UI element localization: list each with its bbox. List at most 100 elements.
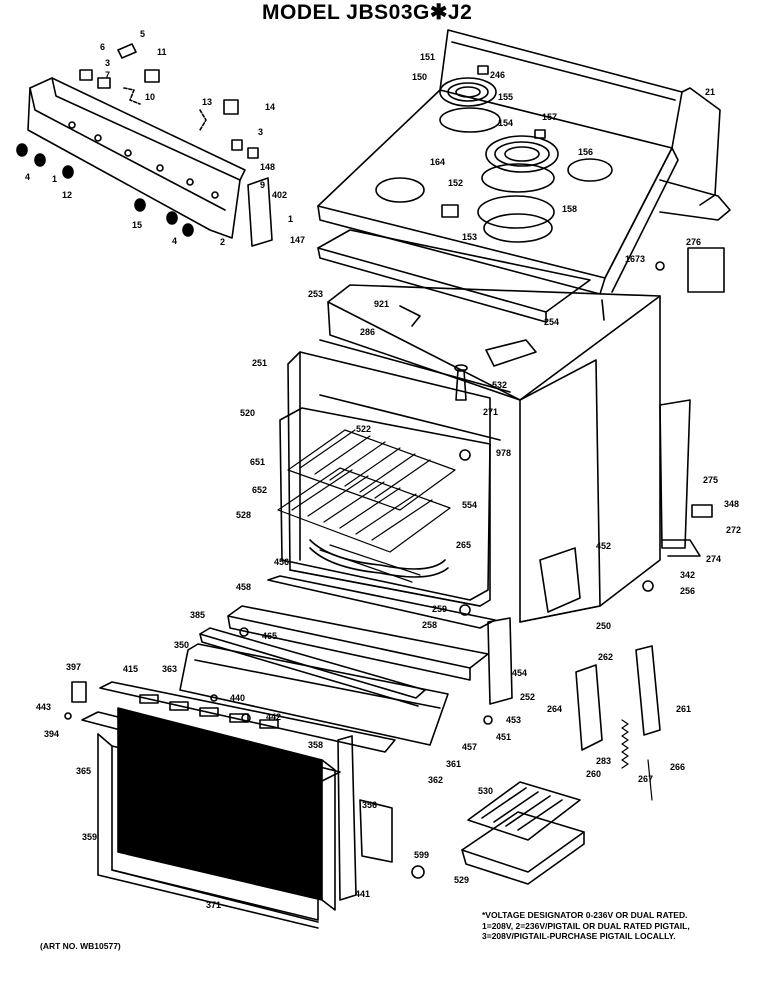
callout: 350 [174,640,189,650]
callout: 252 [520,692,535,702]
callout: 150 [412,72,427,82]
springs [621,719,653,801]
callout: 156 [578,147,593,157]
model-title: MODEL JBS03G✱J2 [262,1,473,24]
callout: 358 [308,740,323,750]
callout: 554 [462,500,477,510]
callout: 276 [686,237,701,247]
note-line: 3=208V/PIGTAIL-PURCHASE PIGTAIL LOCALLY. [482,931,676,941]
callout: 13 [202,97,212,107]
callout: 12 [62,190,72,200]
door-inner-panel [179,643,449,746]
callout: 157 [542,112,557,122]
oven-liner [287,351,491,607]
callout: 258 [422,620,437,630]
bake-element [309,539,449,578]
oven-sensor [454,364,468,401]
small-parts [64,247,725,879]
callout: 397 [66,662,81,672]
callout: 1 [52,174,57,184]
voltage-note: *VOLTAGE DESIGNATOR 0-236V OR DUAL RATED… [482,910,752,942]
drip-tray [317,229,591,323]
callout: 452 [596,541,611,551]
callout: 14 [265,102,275,112]
receptacle-blocks [441,65,546,218]
broiler-pan [461,781,585,885]
callout: 522 [356,424,371,434]
callout: 246 [490,70,505,80]
callout: 371 [206,900,221,910]
callout: 272 [726,525,741,535]
rear-cover [659,179,731,221]
callout: 9 [260,180,265,190]
door-liner [99,681,396,753]
callout: 440 [230,693,245,703]
callout: 363 [162,664,177,674]
callout: 148 [260,162,275,172]
callout: 147 [290,235,305,245]
callout: 154 [498,118,513,128]
switches [79,43,259,159]
callout: 4 [25,172,30,182]
callout: 1673 [625,254,645,264]
callout: 254 [544,317,559,327]
callout: 164 [430,157,445,167]
callout: 3 [105,58,110,68]
side-bracket [247,177,273,247]
callout: 21 [705,87,715,97]
door-frame [81,711,341,929]
callout: 7 [105,70,110,80]
callout: 275 [703,475,718,485]
callout: 441 [355,889,370,899]
vent-duct [485,339,537,367]
callout: 651 [250,457,265,467]
callout: 530 [478,786,493,796]
door-hinges [337,645,661,901]
oven-cavity-frame [279,407,491,601]
callout: 6 [100,42,105,52]
backsplash [439,29,721,206]
callout: 465 [262,631,277,641]
callout: 283 [596,756,611,766]
callout: 152 [448,178,463,188]
callout: 599 [414,850,429,860]
oven-racks [277,429,456,583]
callout: 155 [498,92,513,102]
callout: 2 [220,237,225,247]
callout: 153 [462,232,477,242]
callout: 978 [496,448,511,458]
side-panel [519,359,601,623]
callout: 15 [132,220,142,230]
callout: 454 [512,668,527,678]
callout: 4 [172,236,177,246]
callout: 151 [420,52,435,62]
surface-units [439,77,559,243]
callout: 451 [496,732,511,742]
callout: 385 [190,610,205,620]
callout: 529 [454,875,469,885]
callout: 443 [36,702,51,712]
callout: 274 [706,554,721,564]
callout: 442 [266,712,281,722]
callout: 415 [123,664,138,674]
callout: 3 [258,127,263,137]
callout: 652 [252,485,267,495]
callout: 528 [236,510,251,520]
control-knobs [16,143,194,237]
callout: 267 [638,774,653,784]
callout: 453 [506,715,521,725]
callout: 256 [680,586,695,596]
callout: 359 [82,832,97,842]
callout-labels: 5 6 3 11 10 7 13 14 3 4 1 12 148 9 402 1… [25,29,741,910]
control-panel [27,77,246,239]
terminal-block-bracket [659,399,713,557]
callout: 456 [274,557,289,567]
callout: 5 [140,29,145,39]
door-glass [117,707,336,911]
callout: 158 [562,204,577,214]
callout: 271 [483,407,498,417]
callout: 253 [308,289,323,299]
callout: 262 [598,652,613,662]
